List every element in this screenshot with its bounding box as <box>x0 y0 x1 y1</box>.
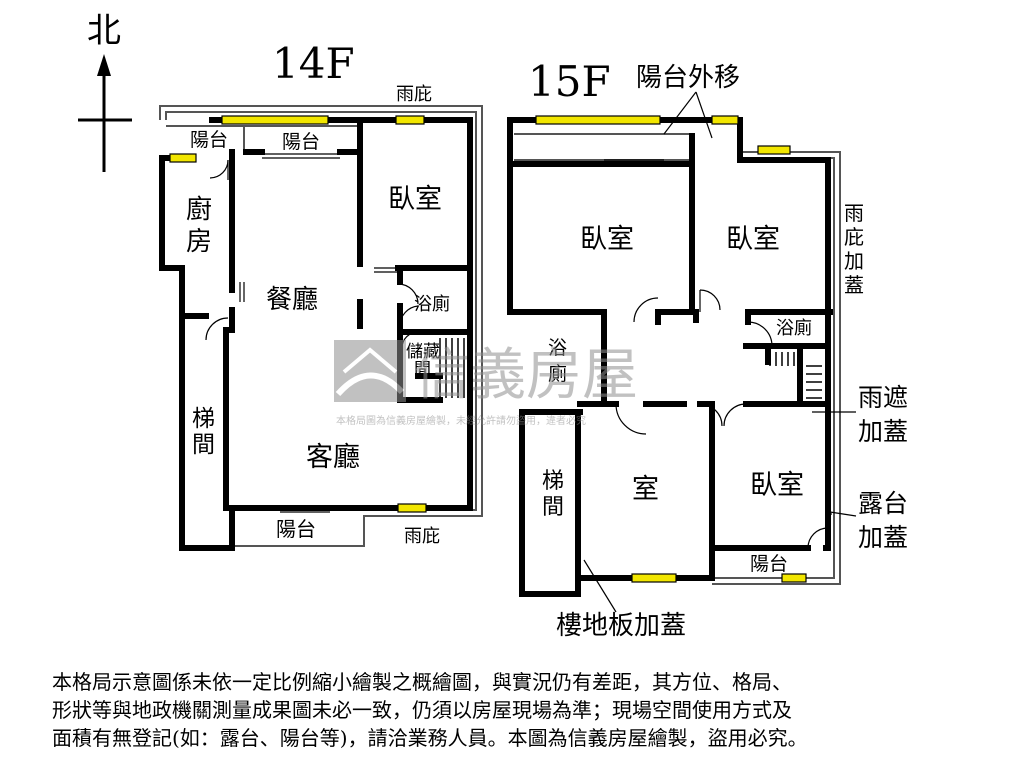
label-15-canopy-4: 蓋 <box>844 273 864 297</box>
room-15-room: 室 <box>632 474 659 505</box>
watermark: 信義房屋 本格局圖為信義房屋繪製，未經允許請勿盜用，違者必究 <box>334 340 638 427</box>
label-15-balcony-moved: 陽台外移 <box>636 63 740 93</box>
floor-plan: 北 14F 15F <box>78 11 908 641</box>
plan-15f: 陽台外移 臥室 臥室 雨 庇 加 蓋 浴廁 浴 廁 雨遮 加蓋 梯 間 室 臥室… <box>507 63 908 641</box>
label-15-floor-cover: 樓地板加蓋 <box>556 611 686 641</box>
watermark-note: 本格局圖為信義房屋繪製，未經允許請勿盜用，違者必究 <box>336 414 586 427</box>
room-14-bath: 浴廁 <box>414 293 450 315</box>
room-14-balcony-top: 陽台 <box>282 131 320 153</box>
room-15-bedroom-bottom: 臥室 <box>750 470 804 501</box>
watermark-brand: 信義房屋 <box>414 343 638 408</box>
room-14-bedroom: 臥室 <box>388 184 442 215</box>
label-15-canopy-1: 雨 <box>844 201 864 225</box>
room-14-balcony-small: 陽台 <box>190 129 228 151</box>
room-14-balcony-bottom: 陽台 <box>276 517 316 541</box>
room-14-kitchen-1: 廚 <box>186 195 212 225</box>
plan-14f: 陽台 陽台 雨庇 臥室 廚 房 餐廳 浴廁 儲藏 間 梯 間 客廳 陽台 雨庇 <box>159 84 483 551</box>
watermark-logo-icon <box>334 340 406 402</box>
floor-15-label: 15F <box>528 57 611 106</box>
room-15-bedroom-right: 臥室 <box>726 224 780 255</box>
canopy-14-bottom: 雨庇 <box>404 526 440 547</box>
room-14-storage-1: 儲藏 <box>406 342 440 362</box>
label-15-canopy-3: 加 <box>844 249 864 273</box>
label-15-terrace-cover-1: 露台 <box>858 489 908 518</box>
room-15-balcony: 陽台 <box>750 553 788 575</box>
floor-14-label: 14F <box>272 39 355 88</box>
disclaimer-line: 形狀等與地政機關測量成果圖未必一致，仍須以房屋現場為準；現場空間使用方式及 <box>52 698 792 722</box>
room-15-stair-2: 間 <box>542 495 564 520</box>
room-14-dining: 餐廳 <box>266 285 318 315</box>
disclaimer: 本格局示意圖係未依一定比例縮小繪製之概繪圖，與實況仍有差距，其方位、格局、 形狀… <box>52 668 1012 752</box>
room-15-bath-right: 浴廁 <box>776 317 812 339</box>
room-15-bedroom-left: 臥室 <box>580 224 634 255</box>
north-label: 北 <box>87 11 121 51</box>
disclaimer-line: 面積有無登記(如：露台、陽台等)，請洽業務人員。本圖為信義房屋繪製，盜用必究。 <box>52 726 808 750</box>
disclaimer-line: 本格局示意圖係未依一定比例縮小繪製之概繪圖，與實況仍有差距，其方位、格局、 <box>52 670 792 694</box>
room-15-bath-left-1: 浴 <box>548 337 567 359</box>
room-14-stair-1: 梯 <box>192 406 215 432</box>
room-14-living: 客廳 <box>306 442 360 473</box>
label-15-rain-cover-2: 加蓋 <box>858 417 908 446</box>
room-14-storage-2: 間 <box>414 360 431 380</box>
label-15-canopy-2: 庇 <box>844 225 864 249</box>
canopy-14-top: 雨庇 <box>396 84 432 105</box>
room-14-stair-2: 間 <box>192 432 215 458</box>
room-15-bath-left-2: 廁 <box>548 362 567 385</box>
north-arrow: 北 <box>78 11 132 172</box>
label-15-rain-cover-1: 雨遮 <box>858 383 908 412</box>
room-14-kitchen-2: 房 <box>186 227 212 257</box>
label-15-terrace-cover-2: 加蓋 <box>858 523 908 552</box>
room-15-stair-1: 梯 <box>542 469 564 494</box>
